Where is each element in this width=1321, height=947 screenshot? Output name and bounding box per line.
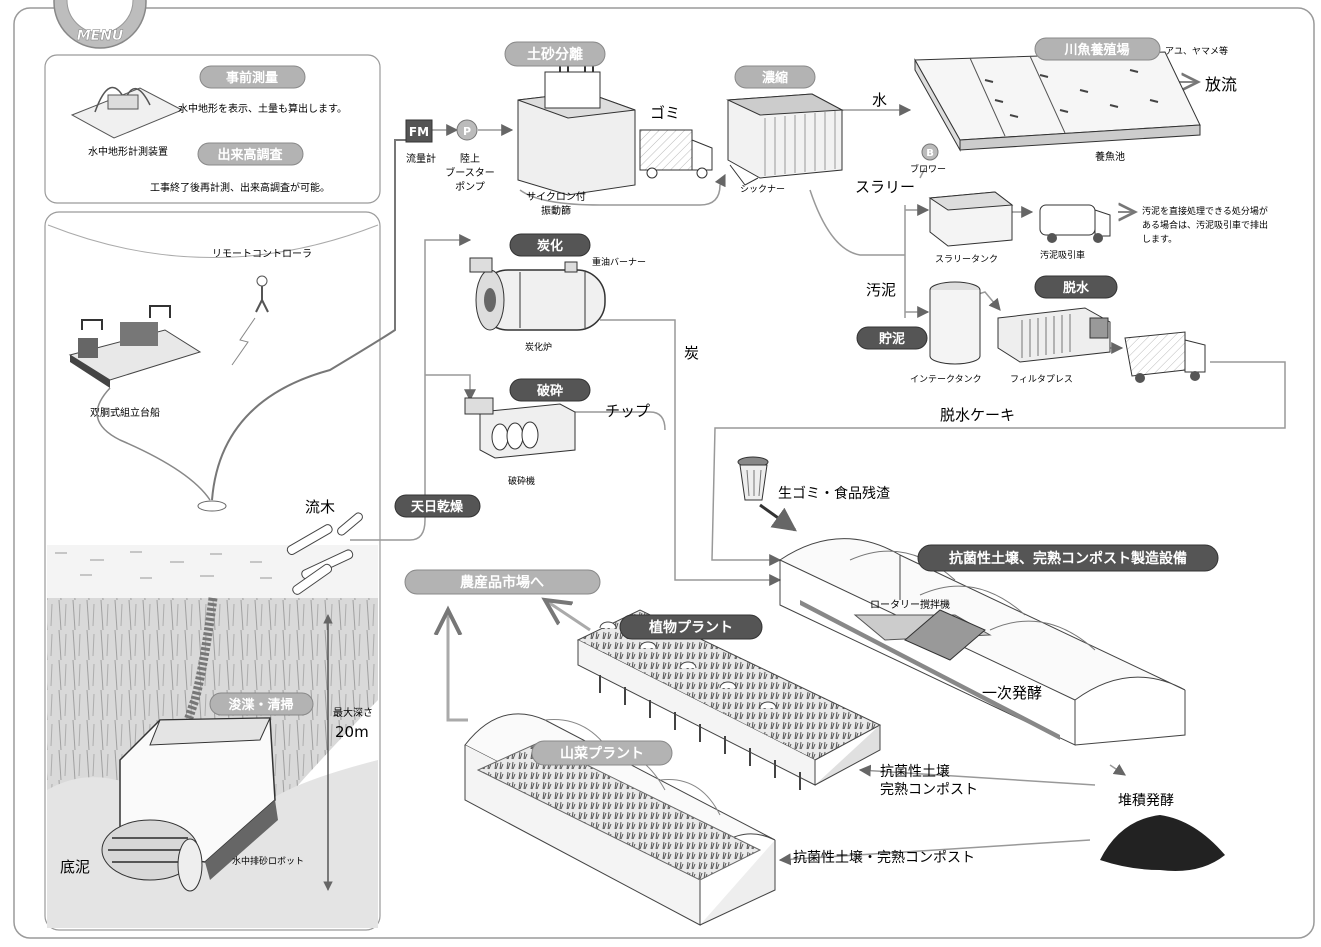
svg-text:土砂分離: 土砂分離 <box>527 46 583 63</box>
burner-label: 重油バーナー <box>592 256 646 268</box>
svg-text:炭化: 炭化 <box>537 238 563 254</box>
dewatering-tag: 脱水 <box>1035 276 1117 298</box>
discharge-label: 放流 <box>1205 75 1237 94</box>
water-label: 水 <box>872 91 887 109</box>
sludge-branch-label: 汚泥 <box>866 281 896 299</box>
svg-text:P: P <box>463 125 471 138</box>
slurry-tank-label: スラリータンク <box>935 254 998 265</box>
crusher-label: 破砕機 <box>508 475 535 487</box>
blower-label: ブロワー <box>910 163 946 175</box>
remote-label: リモートコントローラ <box>212 248 312 260</box>
menu-label: MENU <box>77 28 124 44</box>
svg-text:天日乾燥: 天日乾燥 <box>411 499 464 515</box>
chip-label: チップ <box>605 402 650 420</box>
svg-text:山菜プラント: 山菜プラント <box>560 745 644 762</box>
filter-press-icon <box>998 308 1110 362</box>
thickening-tag: 濃縮 <box>735 66 815 88</box>
dredging-panel: リモートコントローラ 双胴式組立台船 流木 <box>45 140 410 930</box>
intake-tank-icon <box>930 282 980 364</box>
pre-survey-tag: 事前測量 <box>200 66 305 88</box>
robot-label: 水中排砂ロボット <box>232 855 304 867</box>
svg-text:事前測量: 事前測量 <box>226 70 278 86</box>
compost-facility-tag: 抗菌性土壌、完熟コンポスト製造設備 <box>918 545 1218 571</box>
svg-text:貯泥: 貯泥 <box>879 331 905 347</box>
svg-text:濃縮: 濃縮 <box>762 70 788 86</box>
plant-factory-tag: 植物プラント <box>620 615 762 639</box>
sludge-label: 底泥 <box>60 858 90 876</box>
label-line: サイクロン付 <box>526 190 586 203</box>
cake-label: 脱水ケーキ <box>940 406 1015 424</box>
rotary-label: ロータリー撹拌機 <box>870 598 950 611</box>
svg-text:FM: FM <box>409 125 429 139</box>
furnace-label: 炭化炉 <box>525 341 552 353</box>
svg-text:破砕: 破砕 <box>537 383 563 399</box>
garbage-label: ゴミ <box>650 104 680 122</box>
fish-pond-label: 養魚池 <box>1095 150 1125 163</box>
food-waste-label: 生ゴミ・食品残渣 <box>778 485 890 502</box>
label-line: 振動篩 <box>541 204 571 217</box>
slurry-label: スラリー <box>855 178 915 196</box>
survey-device-label: 水中地形計測装置 <box>88 145 168 158</box>
label-line: します。 <box>1142 234 1177 245</box>
thickener-label: シックナー <box>740 184 785 195</box>
storage-tag: 貯泥 <box>857 327 927 349</box>
crush-tag: 破砕 <box>510 379 590 401</box>
filter-press-label: フィルタプレス <box>1010 374 1073 385</box>
fish-farm-icon <box>915 52 1200 150</box>
boat-label: 双胴式組立台船 <box>90 406 160 419</box>
label-line: 完熟コンポスト <box>880 782 978 798</box>
pump-icon: P <box>457 120 477 140</box>
fish-farm-tag: 川魚養殖場 <box>1035 38 1160 60</box>
slurry-tank-icon <box>930 192 1012 246</box>
intake-tank-label: インテークタンク <box>910 374 982 385</box>
svg-text:植物プラント: 植物プラント <box>648 619 733 636</box>
label-line: 汚泥を直接処理できる処分場が <box>1142 205 1268 217</box>
market-tag[interactable]: 農産品市場へ <box>405 570 600 594</box>
dredge-tag: 浚渫・清掃 <box>210 693 313 715</box>
svg-text:脱水: 脱水 <box>1063 280 1090 296</box>
label-line: 陸上 <box>460 152 480 165</box>
sand-separation-tag: 土砂分離 <box>505 42 605 66</box>
label-line: ある場合は、汚泥吸引車で排出 <box>1142 219 1268 231</box>
svg-text:浚渫・清掃: 浚渫・清掃 <box>228 697 293 713</box>
label-line: 抗菌性土壌 <box>880 764 950 780</box>
sun-dry-tag: 天日乾燥 <box>395 495 480 517</box>
post-survey-desc: 工事終了後再計測、出来高調査が可能。 <box>150 181 330 194</box>
svg-text:出来高調査: 出来高調査 <box>217 147 283 163</box>
svg-text:B: B <box>926 148 934 159</box>
flowmeter-icon: FM <box>406 120 432 142</box>
suction-truck-label: 汚泥吸引車 <box>1040 249 1085 261</box>
fish-types-label: アユ、ヤマメ等 <box>1165 45 1228 57</box>
pile-ferment-label: 堆積発酵 <box>1118 793 1174 809</box>
blower-icon: B <box>922 144 938 160</box>
flowmeter-label: 流量計 <box>406 152 436 165</box>
driftwood-label: 流木 <box>305 498 335 516</box>
svg-text:川魚養殖場: 川魚養殖場 <box>1063 42 1129 58</box>
carbonize-tag: 炭化 <box>510 234 590 256</box>
soil-compost-1line: 抗菌性土壌・完熟コンポスト <box>793 850 975 866</box>
survey-panel: 水中地形計測装置 事前測量 水中地形を表示、土量も算出します。 出来高調査 工事… <box>45 55 380 203</box>
max-depth-value: 20m <box>335 723 369 741</box>
post-survey-tag: 出来高調査 <box>198 143 303 165</box>
label-line: ポンプ <box>455 181 485 193</box>
svg-text:農産品市場へ: 農産品市場へ <box>460 574 544 591</box>
max-depth-label: 最大深さ <box>333 706 373 719</box>
svg-text:抗菌性土壌、完熟コンポスト製造設備: 抗菌性土壌、完熟コンポスト製造設備 <box>949 550 1187 567</box>
label-line: ブースター <box>445 166 495 179</box>
primary-ferment-label: 一次発酵 <box>982 684 1042 702</box>
pre-survey-desc: 水中地形を表示、土量も算出します。 <box>178 102 347 115</box>
wild-vegetable-tag: 山菜プラント <box>532 741 672 765</box>
charcoal-label: 炭 <box>684 344 699 362</box>
